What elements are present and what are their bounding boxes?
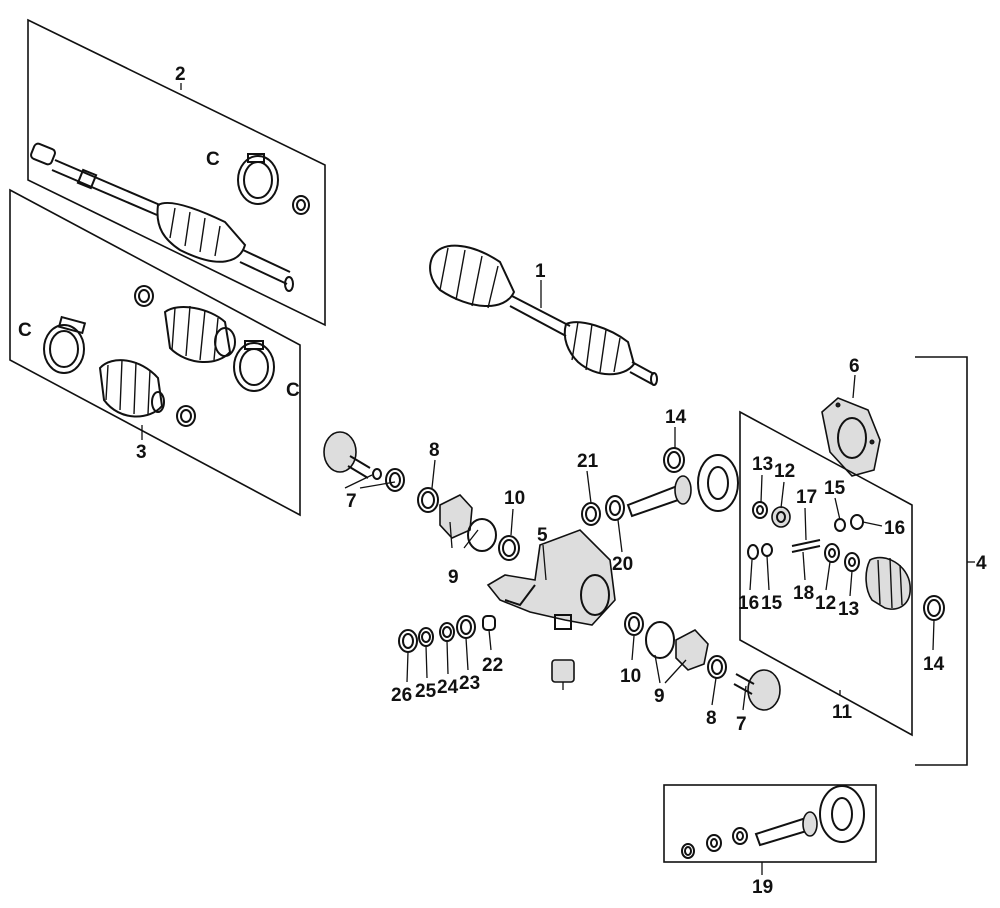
callout-1: 1 <box>535 261 546 282</box>
leader-lines <box>141 83 935 875</box>
carrier-housing-5[interactable] <box>486 529 616 630</box>
oring-left-10[interactable] <box>498 535 520 561</box>
seal-24[interactable] <box>439 622 455 642</box>
differential-cover-6[interactable] <box>821 397 881 477</box>
washer-25[interactable] <box>418 627 434 647</box>
clamp-small-kit2 <box>292 195 310 215</box>
ring-pinion-gear-kit-panel[interactable] <box>663 784 877 863</box>
kit19-bearing-mid <box>706 834 722 852</box>
callout-21: 21 <box>577 451 599 472</box>
callout-15-top: 15 <box>824 478 846 499</box>
callout-24: 24 <box>437 677 459 698</box>
callout-16-bottom: 16 <box>738 593 759 614</box>
callout-16-top: 16 <box>884 518 905 539</box>
callout-13-bottom: 13 <box>838 599 859 620</box>
flange-left-7[interactable] <box>323 431 382 480</box>
callout-23: 23 <box>459 673 480 694</box>
callout-5: 5 <box>537 525 548 546</box>
drive-pinion-and-ring-gear[interactable] <box>626 454 739 518</box>
callout-17: 17 <box>796 487 817 508</box>
thrust-washer-15-bottom <box>761 543 773 557</box>
washer-13-bottom <box>844 552 860 572</box>
bearing-21[interactable] <box>581 502 601 526</box>
boot-small-kit3 <box>163 305 236 364</box>
clip-mark-kit3-right: C <box>286 380 300 401</box>
drive-shaft-1[interactable] <box>429 244 658 386</box>
kit19-bearing-right <box>732 827 748 845</box>
callout-11: 11 <box>832 702 853 723</box>
callout-14-right: 14 <box>923 654 945 675</box>
boot-kit-panel[interactable]: C C <box>9 188 301 517</box>
spacer-20[interactable] <box>605 495 625 521</box>
callout-4: 4 <box>976 553 987 574</box>
callout-6: 6 <box>849 356 860 377</box>
spacer-22[interactable] <box>482 615 496 631</box>
clamp-large-left-kit3 <box>43 315 87 374</box>
axle-shaft-kit-panel[interactable]: C <box>27 18 326 327</box>
kit19-ring-gear <box>819 785 865 843</box>
callout-3: 3 <box>136 442 147 463</box>
callout-15-bottom: 15 <box>761 593 783 614</box>
pinion-16-top <box>850 514 864 530</box>
callout-12-top: 12 <box>774 461 795 482</box>
clip-mark-kit2: C <box>206 149 220 170</box>
kit19-pinion-gear <box>754 811 818 847</box>
clamp-small-top-kit3 <box>134 285 154 307</box>
callout-20: 20 <box>612 554 633 575</box>
callout-10-left: 10 <box>504 488 525 509</box>
bearing-23[interactable] <box>456 615 476 639</box>
callout-8-right: 8 <box>706 708 717 729</box>
callout-14-top: 14 <box>665 407 687 428</box>
callout-26: 26 <box>391 685 412 706</box>
callout-7-right: 7 <box>736 714 747 735</box>
bearing-left-8[interactable] <box>417 487 439 513</box>
pinion-16-bottom <box>747 544 759 560</box>
clamp-large-kit2 <box>237 153 279 205</box>
kit19-bearing-small <box>681 843 695 859</box>
flange-right-7[interactable] <box>733 669 781 711</box>
washer-13-top <box>752 501 768 519</box>
bearing-top-14[interactable] <box>663 447 685 473</box>
clip-mark-kit3-left: C <box>18 320 32 341</box>
side-gear-12-bottom <box>824 543 840 563</box>
callout-9-right: 9 <box>654 686 665 707</box>
callout-22: 22 <box>482 655 503 676</box>
pinion-shaft-17 <box>791 539 821 553</box>
callout-25: 25 <box>415 681 437 702</box>
callout-7-left: 7 <box>346 491 357 512</box>
callout-9-left: 9 <box>448 567 459 588</box>
differential-case-kit-panel[interactable] <box>739 410 913 737</box>
seal-left-small[interactable] <box>385 468 405 492</box>
callout-2: 2 <box>175 64 186 85</box>
differential-case <box>865 556 911 610</box>
callout-18: 18 <box>793 583 814 604</box>
bearing-right-14[interactable] <box>923 595 945 621</box>
callout-13-top: 13 <box>752 454 773 475</box>
boot-large-kit3 <box>98 359 165 418</box>
mount-bushing-part[interactable] <box>551 659 575 690</box>
clamp-small-bottom-kit3 <box>176 405 196 427</box>
nut-26[interactable] <box>398 629 418 653</box>
callout-8-left: 8 <box>429 440 440 461</box>
callout-19: 19 <box>752 877 773 898</box>
callout-12-bottom: 12 <box>815 593 836 614</box>
bearing-right-8[interactable] <box>707 655 727 679</box>
axle-shaft-assembly-2 <box>30 142 294 292</box>
side-retainer-left-9[interactable] <box>439 494 497 552</box>
side-gear-12-top <box>771 506 791 528</box>
oring-right-10[interactable] <box>624 612 644 636</box>
callout-labels: 2 3 1 6 4 5 7 8 9 10 21 20 14 10 9 8 7 1… <box>136 64 987 898</box>
assembly-bracket-4 <box>915 356 975 766</box>
clamp-right-kit3 <box>233 340 275 392</box>
callout-10-right: 10 <box>620 666 641 687</box>
side-retainer-right-9[interactable] <box>645 621 709 671</box>
thrust-washer-15-top <box>834 518 846 532</box>
